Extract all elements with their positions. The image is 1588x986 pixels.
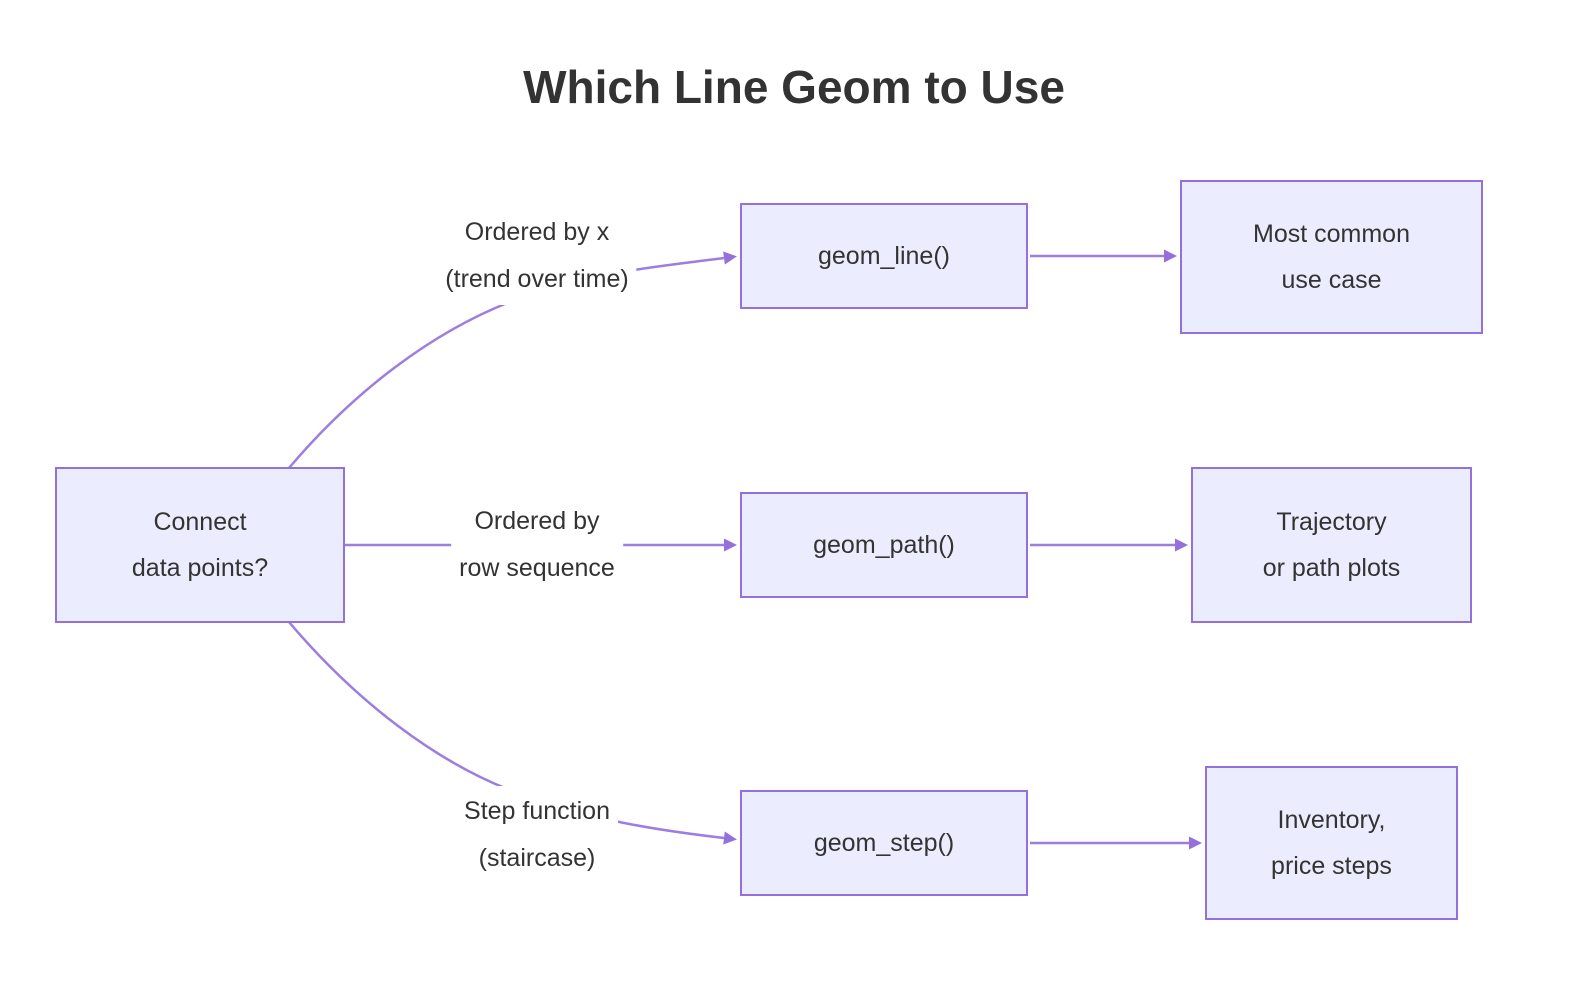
edge-label-line: row sequence — [459, 554, 615, 582]
node-label-line: use case — [1281, 266, 1382, 294]
node-label-line: geom_line() — [817, 242, 950, 270]
edge-label-line: Ordered by — [474, 507, 600, 535]
node-label-line: Inventory, — [1277, 806, 1386, 834]
node-geom-line: geom_line() — [740, 203, 1028, 309]
node-label-line: or path plots — [1262, 554, 1401, 582]
edge-label-ordered-by-x: Ordered by x (trend over time) — [437, 207, 637, 305]
edge-label-line: Step function — [464, 797, 610, 825]
node-geom-step: geom_step() — [740, 790, 1028, 896]
node-label-line: data points? — [131, 554, 269, 582]
node-label-line: geom_path() — [813, 531, 955, 559]
edge-label-line: (trend over time) — [445, 265, 629, 293]
edge-label-ordered-by-row-sequence: Ordered by row sequence — [451, 496, 623, 594]
node-label-line: price steps — [1271, 852, 1392, 880]
node-label-line: Most common — [1253, 220, 1410, 248]
node-inventory-price-steps: Inventory, price steps — [1205, 766, 1458, 920]
node-connect-data-points: Connect data points? — [55, 467, 345, 623]
node-label-line: Connect — [153, 508, 247, 536]
node-geom-path: geom_path() — [740, 492, 1028, 598]
node-trajectory-or-path-plots: Trajectory or path plots — [1191, 467, 1472, 623]
edge-label-step-function: Step function (staircase) — [456, 786, 618, 884]
edge-label-line: Ordered by x — [464, 218, 610, 246]
diagram-title: Which Line Geom to Use — [523, 61, 1065, 113]
node-label-line: geom_step() — [813, 829, 955, 857]
node-most-common-use-case: Most common use case — [1180, 180, 1483, 334]
node-label-line: Trajectory — [1276, 508, 1387, 536]
edge-label-line: (staircase) — [478, 844, 596, 872]
